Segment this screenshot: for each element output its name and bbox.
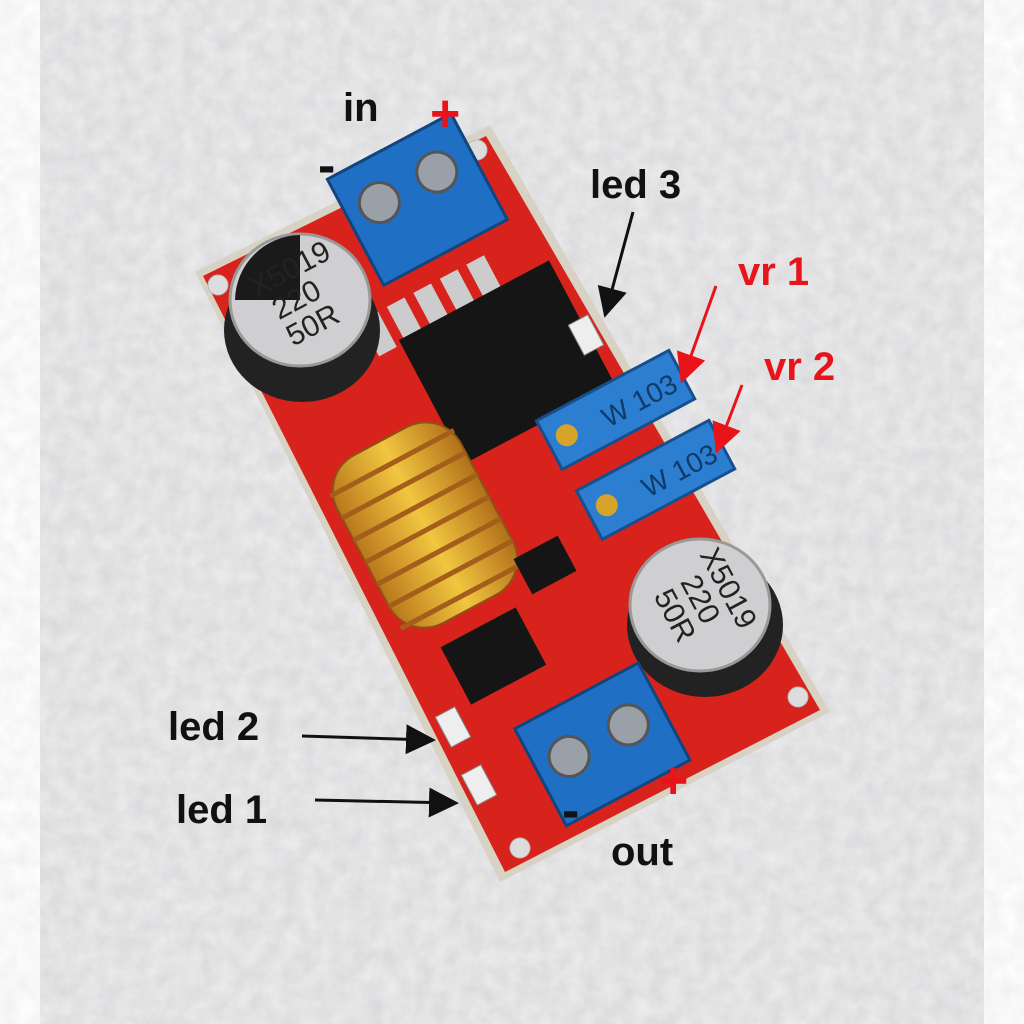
capacitor-top: X5019 220 50R bbox=[224, 232, 380, 402]
arrow-led1 bbox=[314, 787, 459, 818]
capacitor-bottom: X5019 220 50R bbox=[627, 537, 783, 697]
output-label: out bbox=[611, 830, 674, 874]
input-label: in bbox=[343, 86, 379, 130]
transistor bbox=[513, 535, 577, 595]
vr1-label: vr 1 bbox=[738, 250, 810, 294]
arrow-led3 bbox=[597, 211, 635, 318]
output-minus-label: - bbox=[562, 782, 580, 840]
vr2-label: vr 2 bbox=[764, 345, 836, 389]
led-3 bbox=[567, 314, 605, 356]
mount-hole bbox=[787, 686, 809, 708]
arrow-vr2 bbox=[712, 384, 744, 454]
arrow-led2 bbox=[301, 724, 436, 755]
mount-hole bbox=[207, 274, 229, 296]
input-plus-label: + bbox=[430, 85, 461, 143]
control-ic bbox=[440, 607, 547, 705]
arrow-vr1 bbox=[676, 285, 718, 384]
output-terminal-block bbox=[512, 660, 693, 828]
led3-label: led 3 bbox=[590, 163, 682, 207]
mount-hole bbox=[509, 837, 531, 859]
led-1 bbox=[460, 764, 498, 806]
led-2 bbox=[434, 706, 472, 748]
led2-label: led 2 bbox=[168, 705, 260, 749]
output-plus-label: + bbox=[658, 752, 689, 810]
input-minus-label: - bbox=[318, 137, 336, 195]
input-terminal-block bbox=[325, 111, 510, 288]
inductor-coil bbox=[329, 421, 526, 631]
led1-label: led 1 bbox=[176, 788, 268, 832]
